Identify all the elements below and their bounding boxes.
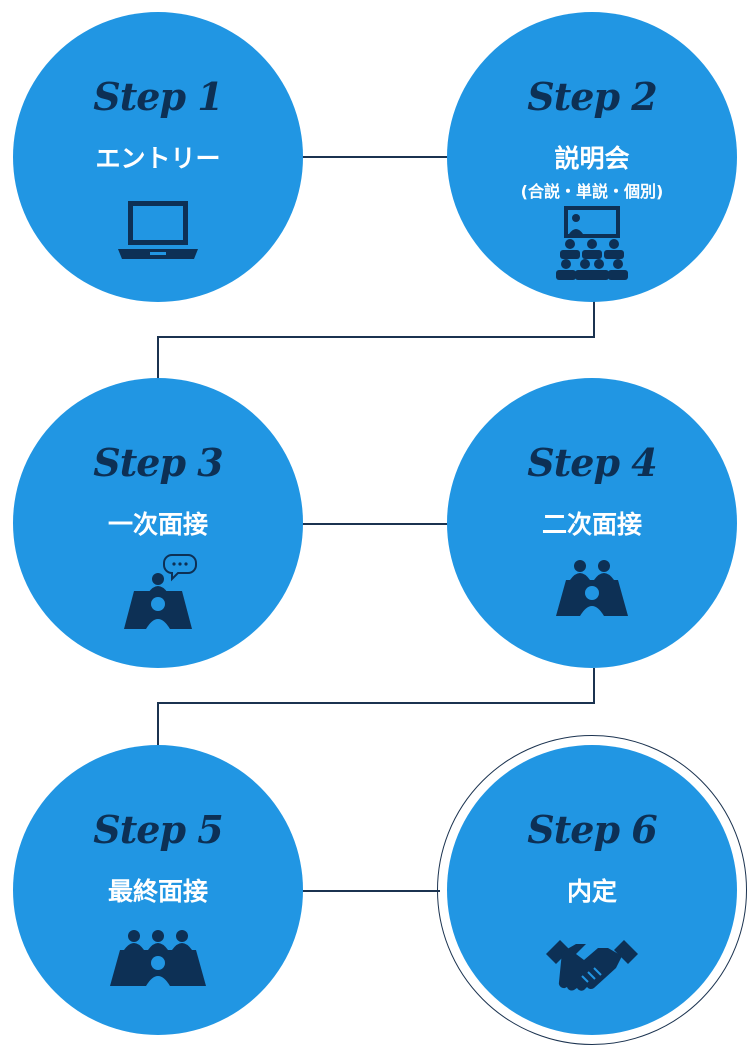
panel-interview-icon xyxy=(110,930,206,986)
step-1-title: エントリー xyxy=(95,144,221,173)
step-2-label: Step 2 xyxy=(527,74,657,119)
step-4-circle: Step 4 二次面接 xyxy=(447,378,737,668)
step-3-label: Step 3 xyxy=(93,440,223,485)
step-5-label: Step 5 xyxy=(93,807,223,852)
connector-step4-step5 xyxy=(157,668,595,745)
step-5-circle: Step 5 最終面接 xyxy=(13,745,303,1035)
step-6-circle: Step 6 内定 xyxy=(437,735,747,1045)
step-3-title: 一次面接 xyxy=(107,510,208,539)
step-4-label: Step 4 xyxy=(527,440,657,485)
step-2-subtitle: (合説・単説・個別) xyxy=(520,182,664,201)
step-6-label: Step 6 xyxy=(527,807,657,852)
connector-step2-step3 xyxy=(157,300,595,380)
handshake-icon xyxy=(546,940,638,991)
laptop-icon xyxy=(118,201,198,259)
two-interviewers-icon xyxy=(556,560,628,616)
step-4-title: 二次面接 xyxy=(541,510,642,539)
one-on-one-interview-icon xyxy=(124,554,197,629)
step-5-title: 最終面接 xyxy=(107,877,208,906)
step-2-title: 説明会 xyxy=(554,144,630,173)
presentation-audience-icon xyxy=(556,206,628,280)
step-2-circle: Step 2 説明会 (合説・単説・個別) xyxy=(447,12,737,302)
step-1-circle: Step 1 エントリー xyxy=(13,12,303,302)
step-6-title: 内定 xyxy=(566,877,617,906)
step-1-label: Step 1 xyxy=(93,74,223,119)
step-3-circle: Step 3 一次面接 xyxy=(13,378,303,668)
